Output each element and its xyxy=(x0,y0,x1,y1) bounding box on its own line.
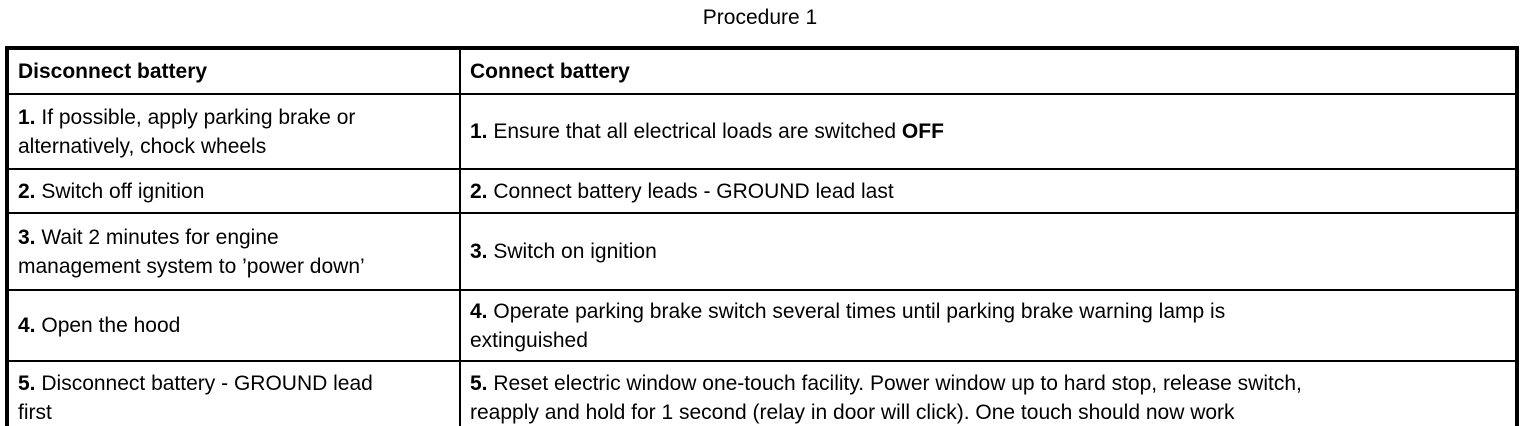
table-row: 5. Disconnect battery - GROUND lead firs… xyxy=(6,360,1518,426)
step-text: Switch off ignition xyxy=(41,179,205,203)
step-cell-disconnect-4: 4. Open the hood xyxy=(6,289,461,362)
step-text: If possible, apply parking brake or alte… xyxy=(18,105,356,158)
step-text: Ensure that all electrical loads are swi… xyxy=(493,120,902,143)
table-row: 4. Open the hood 4. Operate parking brak… xyxy=(6,289,1518,362)
table-row: 1. If possible, apply parking brake or a… xyxy=(6,93,1518,170)
column-header-disconnect: Disconnect battery xyxy=(6,47,461,95)
procedure-table: Disconnect battery Connect battery 1. If… xyxy=(5,46,1519,426)
step-text: Connect battery leads - GROUND lead last xyxy=(493,179,894,203)
step-text: Switch on ignition xyxy=(493,240,657,263)
step-text: Wait 2 minutes for engine management sys… xyxy=(18,225,365,278)
table-row: 2. Switch off ignition 2. Connect batter… xyxy=(6,168,1518,214)
step-cell-disconnect-5: 5. Disconnect battery - GROUND lead firs… xyxy=(6,360,461,426)
table-row: 3. Wait 2 minutes for engine management … xyxy=(6,212,1518,291)
step-number: 2. xyxy=(18,179,42,203)
step-number: 3. xyxy=(18,225,42,249)
step-cell-connect-5: 5. Reset electric window one-touch facil… xyxy=(459,360,1518,426)
step-number: 1. xyxy=(18,105,42,129)
step-number: 1. xyxy=(470,120,494,143)
step-cell-connect-4: 4. Operate parking brake switch several … xyxy=(459,289,1518,362)
step-number: 2. xyxy=(470,179,494,203)
step-cell-connect-3: 3. Switch on ignition xyxy=(459,212,1518,291)
column-header-connect: Connect battery xyxy=(459,47,1518,95)
step-text: Disconnect battery - GROUND lead first xyxy=(18,372,373,424)
step-number: 3. xyxy=(470,240,494,263)
step-number: 5. xyxy=(470,372,494,395)
step-text: Operate parking brake switch several tim… xyxy=(470,299,1226,352)
step-cell-disconnect-3: 3. Wait 2 minutes for engine management … xyxy=(6,212,461,291)
step-bold-text: OFF xyxy=(901,120,944,143)
step-cell-disconnect-1: 1. If possible, apply parking brake or a… xyxy=(6,93,461,170)
step-number: 5. xyxy=(18,372,42,395)
step-text: Open the hood xyxy=(41,314,181,337)
step-text: Reset electric window one-touch facility… xyxy=(470,372,1302,424)
step-number: 4. xyxy=(18,314,42,337)
step-cell-disconnect-2: 2. Switch off ignition xyxy=(6,168,461,214)
step-cell-connect-1: 1. Ensure that all electrical loads are … xyxy=(459,93,1518,170)
step-cell-connect-2: 2. Connect battery leads - GROUND lead l… xyxy=(459,168,1518,214)
page-title: Procedure 1 xyxy=(702,6,818,29)
step-number: 4. xyxy=(470,299,494,323)
table-header-row: Disconnect battery Connect battery xyxy=(6,47,1518,95)
